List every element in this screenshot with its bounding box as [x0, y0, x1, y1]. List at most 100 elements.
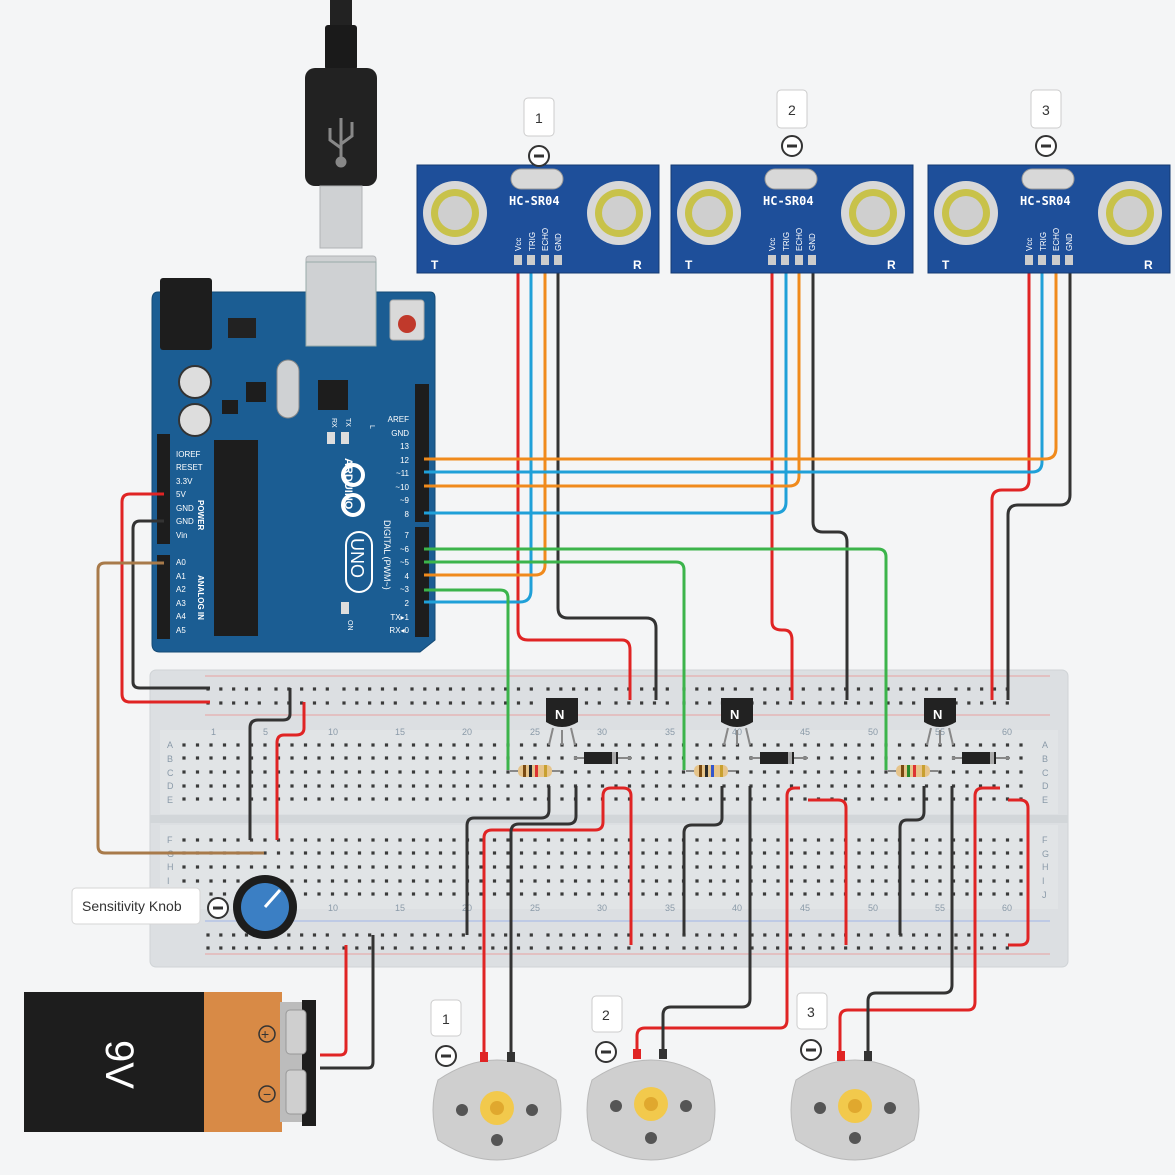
- wire-sensor2-vcc[interactable]: [770, 268, 794, 700]
- wire-5v-rail[interactable]: [120, 492, 210, 704]
- breadboard-hole: [776, 770, 780, 774]
- breadboard-hole: [587, 838, 591, 842]
- wire-sensor3-vcc[interactable]: [990, 268, 1031, 700]
- breadboard-hole: [857, 770, 861, 774]
- diode-2[interactable]: [750, 752, 808, 764]
- diode-3[interactable]: [952, 752, 1010, 764]
- breadboard-hole: [452, 784, 456, 788]
- dc-motor-1[interactable]: [432, 1052, 562, 1161]
- battery-9v[interactable]: 9V + −: [24, 992, 316, 1132]
- breadboard-hole: [870, 756, 875, 760]
- wire-motor1-minus[interactable]: [509, 786, 578, 1055]
- wire-gnd-rail[interactable]: [131, 519, 210, 690]
- wire-pin5-base2[interactable]: [424, 560, 686, 770]
- sensor-tag-1[interactable]: 1: [523, 97, 555, 167]
- breadboard-hole: [492, 797, 497, 801]
- wire-pin6-base3[interactable]: [424, 547, 888, 770]
- breadboard-hole: [870, 770, 875, 774]
- dc-motor-2[interactable]: [586, 1049, 716, 1161]
- hc-sr04-sensor-1[interactable]: HC-SR04 T R Vcc TRIG ECHO GND: [416, 164, 660, 274]
- wire-sensor3-echo[interactable]: [424, 268, 1058, 461]
- arduino-uno-board[interactable]: ARDUINO UNO DIGITAL (PWM~) POWER ANALOG …: [151, 261, 436, 653]
- sensor-tag-2[interactable]: 2: [776, 89, 808, 157]
- hc-sr04-sensor-3[interactable]: HC-SR04 T R Vcc TRIG ECHO GND: [927, 164, 1171, 274]
- wire-knob-gnd[interactable]: [248, 688, 292, 840]
- sensitivity-knob-potentiometer[interactable]: [233, 875, 297, 939]
- wire-sensor3-gnd[interactable]: [1006, 268, 1072, 700]
- breadboard-hole: [222, 756, 227, 760]
- wire-motor1-plus[interactable]: [482, 786, 633, 1055]
- breadboard-hole: [560, 797, 564, 801]
- breadboard-hole: [209, 743, 213, 747]
- wire-tr3-emitter[interactable]: [898, 786, 926, 935]
- resistor-2[interactable]: [686, 765, 736, 777]
- breadboard-hole: [232, 946, 236, 950]
- breadboard-hole: [600, 851, 605, 855]
- capacitor-1: [178, 365, 212, 399]
- breadboard-hole: [695, 933, 699, 937]
- breadboard-hole: [1005, 743, 1010, 747]
- wire-motor2-plus[interactable]: [635, 786, 800, 1055]
- breadboard-hole: [992, 879, 996, 883]
- transistor-3[interactable]: N: [924, 698, 956, 746]
- dc-motor-3[interactable]: [790, 1051, 920, 1161]
- wire-sensor2-trig[interactable]: [424, 268, 788, 515]
- wire-sensor1-trig[interactable]: [424, 268, 533, 604]
- wires[interactable]: [96, 268, 1072, 1070]
- wire-motor2-minus[interactable]: [661, 786, 752, 1055]
- wire-tr2-rail[interactable]: [808, 798, 848, 945]
- transistor-2[interactable]: N: [721, 698, 753, 746]
- wire-a0-knob[interactable]: [96, 561, 264, 855]
- breadboard-hole: [257, 687, 261, 691]
- resistor-3[interactable]: [888, 765, 938, 777]
- crystal: [276, 359, 300, 419]
- wire-battery-plus[interactable]: [320, 945, 348, 1057]
- capacitor-2: [178, 403, 212, 437]
- motor-tag-3[interactable]: 3: [796, 992, 828, 1061]
- breadboard-hole: [708, 687, 712, 691]
- breadboard-hole: [627, 946, 631, 950]
- transistor-label: N: [730, 707, 739, 722]
- breadboard-hole: [720, 933, 725, 937]
- wire-battery-minus[interactable]: [320, 935, 375, 1070]
- wire-tr1-emitter[interactable]: [465, 786, 551, 935]
- breadboard-hole: [722, 879, 726, 883]
- wire-tr2-emitter[interactable]: [682, 786, 724, 935]
- wire-knob-5v[interactable]: [275, 702, 306, 840]
- breadboard-hole: [587, 892, 591, 896]
- wire-pin3-base1[interactable]: [424, 588, 510, 770]
- breadboard-hole: [492, 770, 497, 774]
- wire-sensor1-vcc[interactable]: [516, 268, 632, 700]
- wire-tr3-rail[interactable]: [1008, 798, 1030, 947]
- wire-motor3-minus[interactable]: [866, 786, 954, 1055]
- transistor-1[interactable]: N: [546, 698, 578, 746]
- wire-sensor2-echo[interactable]: [424, 268, 801, 488]
- sensor-tag-number: 2: [788, 102, 796, 118]
- motor-tag-1[interactable]: 1: [430, 999, 462, 1067]
- wire-motor3-plus[interactable]: [838, 786, 1000, 1055]
- breadboard-hole: [816, 784, 821, 788]
- breadboard-hole: [371, 851, 375, 855]
- breadboard-hole: [816, 879, 821, 883]
- motor-tag-2[interactable]: 2: [591, 995, 623, 1063]
- diode-1[interactable]: [574, 752, 632, 764]
- wire-sensor1-gnd[interactable]: [556, 268, 658, 700]
- breadboard-hole: [533, 756, 537, 760]
- motor-tag-number: 1: [442, 1011, 450, 1027]
- breadboard-hole: [938, 865, 942, 869]
- wire-sensor2-gnd[interactable]: [811, 268, 849, 700]
- sensor-tag-3[interactable]: 3: [1030, 89, 1062, 157]
- breadboard-hole: [491, 933, 495, 937]
- breadboard-hole: [452, 838, 456, 842]
- usb-icon: [328, 118, 354, 168]
- wire-sensor1-echo[interactable]: [424, 268, 547, 577]
- resistor-1[interactable]: [510, 765, 560, 777]
- breadboard-hole: [533, 892, 537, 896]
- breadboard-hole: [992, 838, 996, 842]
- breadboard-hole: [491, 687, 495, 691]
- breadboard-hole: [438, 892, 443, 896]
- hc-sr04-sensor-2[interactable]: HC-SR04 T R Vcc TRIG ECHO GND: [670, 164, 914, 274]
- breadboard-hole: [573, 865, 578, 869]
- breadboard-hole: [857, 743, 861, 747]
- wire-sensor3-trig[interactable]: [424, 268, 1044, 474]
